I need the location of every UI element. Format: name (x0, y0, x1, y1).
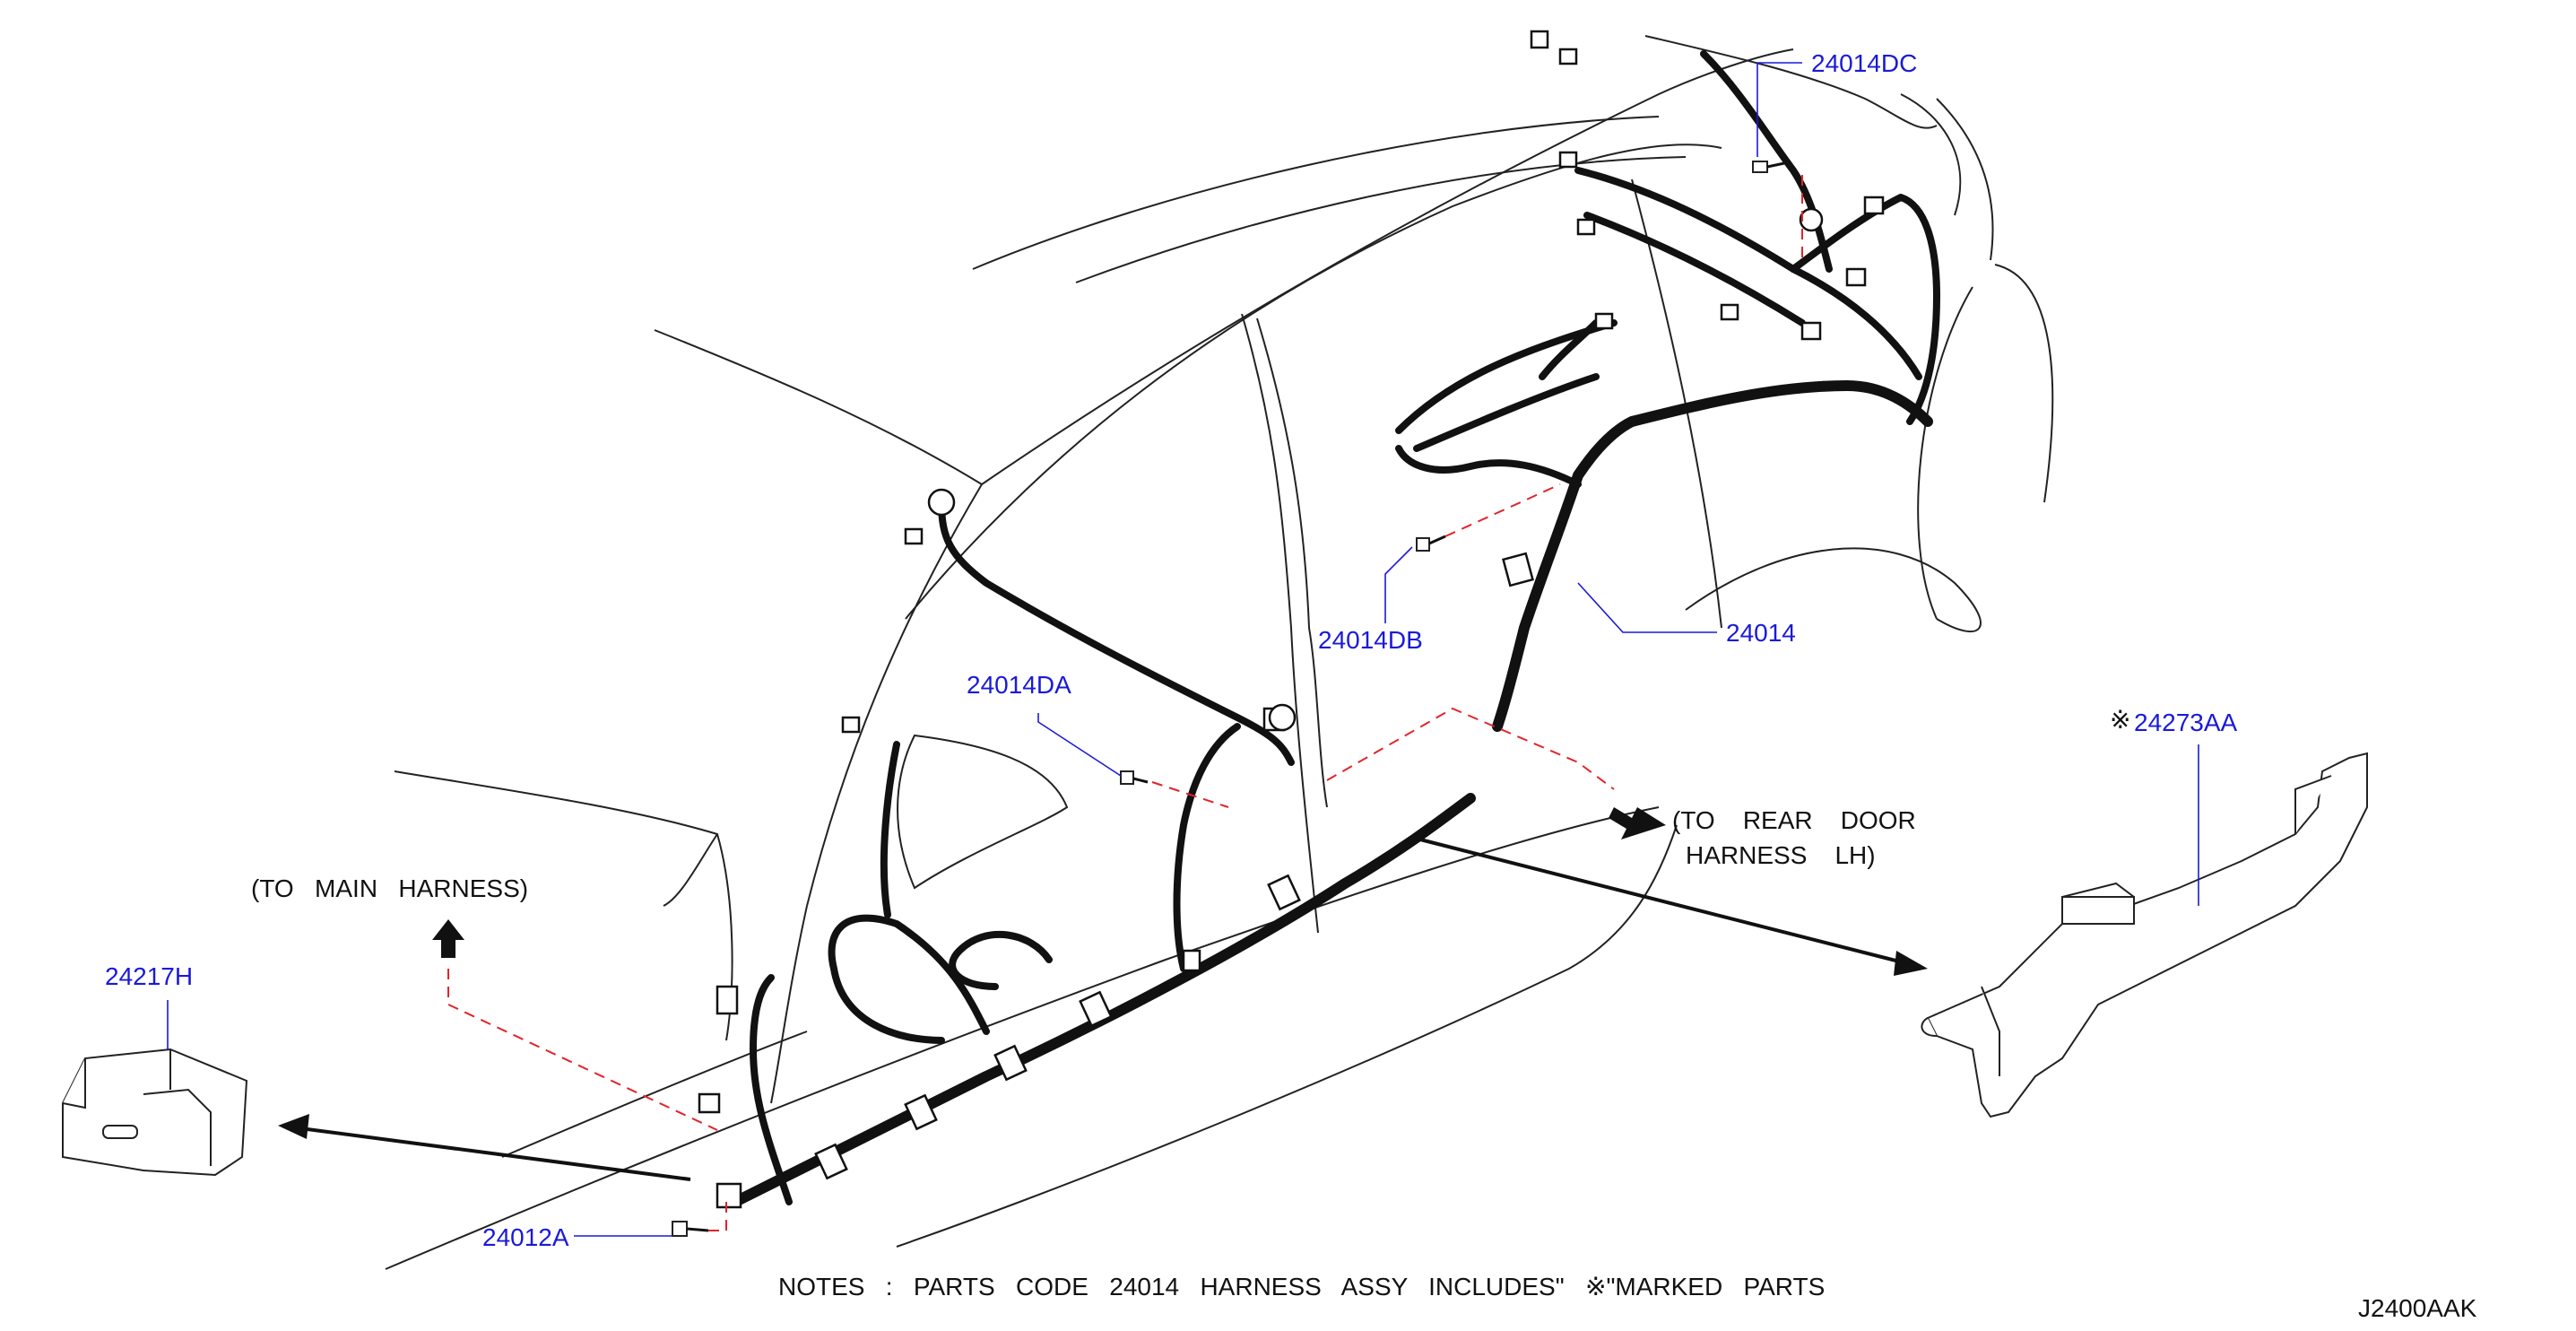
marked-part-symbol: ※ (2110, 706, 2130, 734)
part-24273aa (1921, 752, 2368, 1118)
arrow-to-main-harness-icon (432, 919, 464, 958)
diagram-code: J2400AAK (2358, 1294, 2477, 1322)
pointer-arrows (278, 807, 1928, 1181)
annotation-to-rear-door-line1: (TO REAR DOOR (1672, 806, 1916, 834)
leader-lines (167, 62, 2199, 1237)
annotation-to-rear-door-line2: HARNESS LH) (1686, 841, 1876, 869)
arrow-to-rear-door-icon (1609, 807, 1666, 839)
bolt-24014db (1416, 535, 1446, 552)
bolt-24014dc (1752, 161, 1785, 173)
label-24273aa: 24273AA (2134, 709, 2238, 736)
label-24014db: 24014DB (1318, 626, 1423, 654)
bolt-24014da (1120, 770, 1149, 785)
label-24217h: 24217H (105, 962, 193, 990)
harness-clips (814, 552, 1534, 1180)
bolt-24012a (672, 1221, 709, 1237)
notes-text: NOTES : PARTS CODE 24014 HARNESS ASSY IN… (778, 1273, 1825, 1301)
part-24217h (62, 1048, 248, 1177)
harness-connectors (698, 30, 1885, 1209)
annotation-to-main-harness: (TO MAIN HARNESS) (251, 874, 528, 902)
label-24014: 24014 (1726, 619, 1796, 647)
label-24012a: 24012A (482, 1223, 569, 1251)
label-24014da: 24014DA (967, 671, 1071, 699)
harness-24014 (730, 50, 1940, 1207)
dashed-guides (447, 175, 1803, 1231)
label-24014dc: 24014DC (1811, 49, 1917, 77)
